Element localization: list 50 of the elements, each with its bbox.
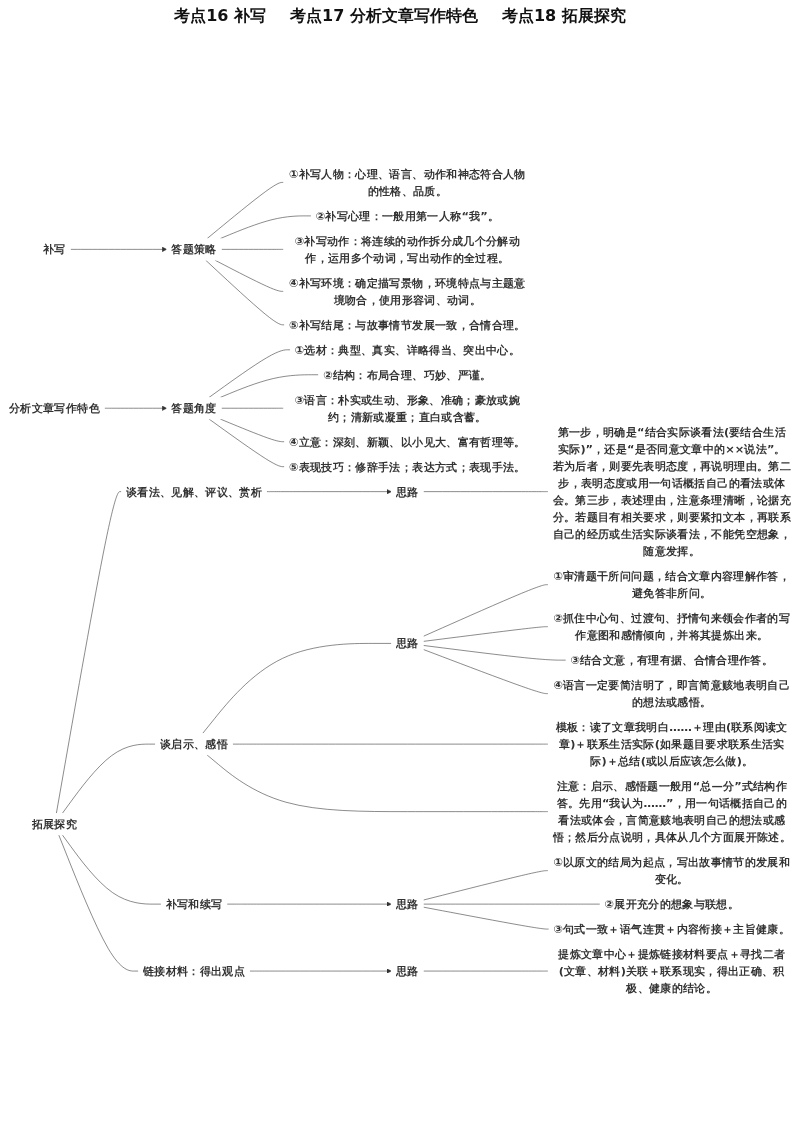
node-text: 拓展探究 xyxy=(31,817,78,831)
connector xyxy=(422,906,550,930)
connector xyxy=(219,374,319,398)
node-text: 提炼文章中心＋提炼链接材料要点＋寻找二者(文章、材料)关联＋联系现实，得出正确、积极、健康的结论。 xyxy=(558,947,786,995)
node-text: ①选材：典型、真实、详略得当、突出中心。 xyxy=(294,342,520,357)
node-text: 模板：读了文章我明白……＋理由(联系阅读文章)＋联系生活实际(如果题目要求联系生活实际)＋总结(或以后应该怎么做)。 xyxy=(555,720,788,768)
node-text: 谈启示、感悟 xyxy=(160,737,229,751)
connector xyxy=(202,643,392,734)
node-text: 谈看法、见解、评议、赏析 xyxy=(125,484,263,499)
node-text: ④补写环境：确定描写景物，环境特点与主题意境吻合，使用形容词、动词。 xyxy=(289,276,526,307)
connector xyxy=(422,870,549,901)
connector xyxy=(422,584,549,637)
node-text: 思路 xyxy=(396,897,419,911)
node-text: ②结构：布局合理、巧妙、严谨。 xyxy=(323,367,492,382)
connector xyxy=(219,215,312,239)
node-text: 补写 xyxy=(43,242,66,257)
node-text: 分析文章写作特色 xyxy=(9,401,100,416)
node-text: 答题策略 xyxy=(171,242,217,257)
node-text: ③语言：朴实或生动、形象、准确；豪放或婉约；清新或凝重；直白或含蓄。 xyxy=(294,392,520,424)
section-heading: 考点16 补写 xyxy=(174,6,267,27)
node-text: ⑤表现技巧：修辞手法；表达方式；表现手法。 xyxy=(289,459,526,474)
node-text: ②展开充分的想象与联想。 xyxy=(604,897,739,911)
node-text: ①以原文的结局为起点，写出故事情节的发展和变化。 xyxy=(553,855,791,886)
node-text: 答题角度 xyxy=(171,401,217,416)
node-text: ②抓住中心句、过渡句、抒情句来领会作者的写作意图和感情倾向，并将其提炼出来。 xyxy=(553,611,791,642)
connector xyxy=(206,754,549,812)
section-heading: 考点17 分析文章写作特色 xyxy=(290,6,478,27)
node-text: ④语言一定要简洁明了，即言简意赅地表明自己的想法或感悟。 xyxy=(553,678,791,709)
node-text: 思路 xyxy=(396,964,419,978)
node-text: 第一步，明确是“结合实际谈看法(要结合生活实际)”，还是“是否同意文章中的××说法”。若为后者，则要先表明态度，再说明理由。第二步，表明态度或用一句话概括自己的看法或体会。第三步，表述理由，注意条理清晰，论据充分。若题目有相关要求，则要紧扣文本，再联系自己的经历或生活实际谈看法，不能凭空想象，随意发挥。 xyxy=(552,425,791,559)
connector xyxy=(422,645,567,661)
connector xyxy=(62,834,162,905)
node-text: 思路 xyxy=(396,636,419,651)
connector xyxy=(205,259,285,326)
connector xyxy=(62,743,156,814)
section-heading: 考点18 拓展探究 xyxy=(501,6,626,27)
node-text: ④立意：深刻、新颖、以小见大、富有哲理等。 xyxy=(289,434,526,449)
connector xyxy=(422,649,549,694)
node-text: 补写和续写 xyxy=(165,897,223,911)
connector xyxy=(56,491,122,814)
node-text: 思路 xyxy=(396,484,419,499)
node-text: ③补写动作：将连续的动作拆分成几个分解动作，运用多个动词，写出动作的全过程。 xyxy=(294,234,520,265)
node-text: ③句式一致＋语气连贯＋内容衔接＋主旨健康。 xyxy=(553,922,791,936)
node-text: ①补写人物：心理、语言、动作和神态符合人物的性格、品质。 xyxy=(289,167,526,198)
node-text: ①审清题干所问问题，结合文章内容理解作答，避免答非所问。 xyxy=(553,569,791,601)
node-text: 链接材料：得出观点 xyxy=(142,964,246,978)
node-text: ⑤补写结尾：与故事情节发展一致，合情合理。 xyxy=(289,318,526,332)
node-text: ③结合文意，有理有据、合情合理作答。 xyxy=(570,653,774,667)
node-text: ②补写心理：一般用第一人称“我”。 xyxy=(315,209,500,223)
node-text: 注意：启示、感悟题一般用“总—分”式结构作答。先用“我认为……”，用一句话概括自己的看法或体会，言简意赅地表明自己的想法或感悟；然后分点说明，具体从几个方面展开陈述。 xyxy=(552,779,791,844)
